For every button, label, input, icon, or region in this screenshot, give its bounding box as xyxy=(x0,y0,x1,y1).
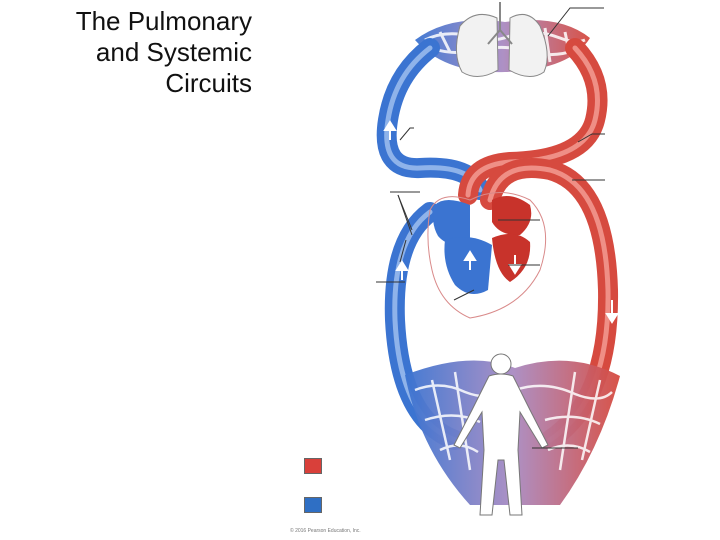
title-line-3: Circuits xyxy=(165,68,252,98)
pulmonary-capillary-bed xyxy=(415,20,590,73)
title-line-1: The Pulmonary xyxy=(75,6,252,36)
lungs-icon xyxy=(456,2,548,77)
copyright-text: © 2016 Pearson Education, Inc. xyxy=(290,528,361,534)
oxygen-rich-swatch xyxy=(304,458,322,474)
pulmonary-artery xyxy=(376,38,490,200)
slide-title: The Pulmonary and Systemic Circuits xyxy=(76,6,252,99)
human-body-icon xyxy=(453,353,549,516)
heart-icon xyxy=(433,196,532,294)
oxygen-poor-swatch xyxy=(304,497,322,513)
title-line-2: and Systemic xyxy=(95,37,252,67)
heart-outline xyxy=(427,192,547,319)
pulmonary-veins xyxy=(458,38,608,205)
leader-lines xyxy=(376,7,605,449)
